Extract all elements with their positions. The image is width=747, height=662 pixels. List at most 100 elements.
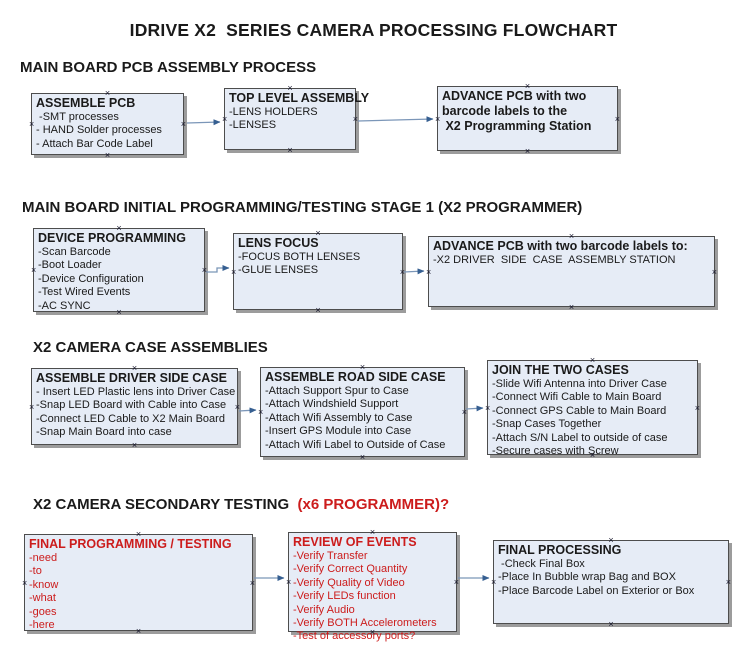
node-line: -Verify Transfer: [293, 550, 368, 562]
node-line: -Snap Cases Together: [492, 418, 602, 431]
node-final-programming-testing[interactable]: FINAL PROGRAMMING / TESTING -need -to -k…: [22, 530, 255, 636]
node-review-of-events[interactable]: REVIEW OF EVENTS -Verify Transfer -Verif…: [286, 528, 459, 643]
connection-handle-icon: ×: [315, 305, 321, 315]
connection-handle-icon: ×: [287, 145, 293, 155]
connection-handle-icon: ×: [104, 88, 111, 98]
connection-handle-icon: ×: [231, 266, 237, 277]
node-line: -to: [29, 565, 42, 578]
connection-handle-icon: ×: [694, 402, 700, 413]
section-heading-pcb-assembly: MAIN BOARD PCB ASSEMBLY PROCESS: [20, 59, 317, 76]
node-title: ASSEMBLE DRIVER SIDE CASE: [36, 371, 228, 385]
section-heading-case-assemblies: X2 CAMERA CASE ASSEMBLIES: [33, 339, 268, 356]
connection-handle-icon: ×: [234, 401, 240, 412]
node-line: - Insert LED Plastic lens into Driver Ca…: [36, 386, 236, 398]
node-final-processing[interactable]: FINAL PROCESSING -Check Final Box -Place…: [491, 536, 731, 629]
connection-handle-icon: ×: [287, 83, 293, 93]
connection-handle-icon: ×: [608, 535, 614, 545]
connection-handle-icon: ×: [711, 266, 717, 277]
connection-handle-icon: ×: [359, 452, 366, 462]
connection-handle-icon: ×: [29, 401, 35, 412]
node-line: -LENSES: [229, 119, 277, 132]
connection-handle-icon: ×: [131, 363, 138, 373]
node-top-level-assembly[interactable]: TOP LEVEL ASSEMBLY -LENS HOLDERS -LENSES…: [222, 84, 370, 155]
connection-handle-icon: ×: [568, 231, 575, 241]
node-line: -know: [29, 578, 59, 591]
connection-handle-icon: ×: [426, 266, 432, 277]
connection-handle-icon: ×: [258, 407, 264, 417]
node-line: -Check Final Box: [498, 558, 585, 570]
flow-arrow-road-to-join[interactable]: [465, 405, 484, 412]
connection-handle-icon: ×: [135, 626, 142, 636]
connection-handle-icon: ×: [461, 407, 467, 417]
connection-handle-icon: ×: [589, 450, 596, 460]
node-line: -X2 DRIVER SIDE CASE ASSEMBLY STATION: [433, 254, 676, 266]
node-line: - HAND Solder processes: [36, 124, 162, 137]
node-line: -need: [29, 552, 58, 564]
node-title: ASSEMBLE PCB: [36, 96, 136, 110]
node-line: -Verify Correct Quantity: [293, 563, 408, 576]
flow-arrow-driver-to-road[interactable]: [238, 407, 257, 414]
flow-arrow-device-to-lensfocus[interactable]: [206, 265, 230, 273]
node-line: -GLUE LENSES: [238, 264, 319, 277]
section-heading-secondary-testing-red: (x6 PROGRAMMER)?: [297, 496, 450, 513]
connection-handle-icon: ×: [568, 302, 575, 312]
connection-handle-icon: ×: [116, 307, 122, 317]
node-line: -Connect LED Cable to X2 Main Board: [36, 412, 225, 425]
node-line: -Attach Wifi Assembly to Case: [265, 411, 413, 424]
connection-handle-icon: ×: [608, 619, 614, 629]
node-line: X2 Programming Station: [442, 119, 592, 133]
node-title: JOIN THE TWO CASES: [492, 363, 629, 377]
connection-handle-icon: ×: [435, 113, 441, 124]
connection-handle-icon: ×: [104, 150, 111, 160]
connection-handle-icon: ×: [31, 265, 37, 275]
node-line: -Attach Wifi Label to Outside of Case: [265, 438, 446, 451]
node-line: -Test Wired Events: [38, 286, 131, 299]
node-line: - Attach Bar Code Label: [36, 137, 153, 150]
connection-handle-icon: ×: [453, 577, 459, 587]
node-title: ADVANCE PCB with two barcode labels to:: [433, 239, 688, 253]
node-line: -Connect GPS Cable to Main Board: [492, 404, 667, 417]
node-line: -Verify Audio: [293, 603, 355, 616]
flow-arrow-toplevel-to-advance1[interactable]: [357, 116, 434, 123]
node-join-the-two-cases[interactable]: JOIN THE TWO CASES -Slide Wifi Antenna i…: [485, 356, 700, 460]
connection-handle-icon: ×: [249, 577, 255, 588]
node-line: -Attach Support Spur to Case: [265, 385, 409, 397]
node-line: -LENS HOLDERS: [229, 106, 318, 118]
node-advance-pcb-to-case-station[interactable]: ADVANCE PCB with two barcode labels to: …: [426, 232, 717, 312]
connection-handle-icon: ×: [524, 146, 531, 156]
node-line: -Verify Quality of Video: [293, 576, 405, 589]
node-device-programming[interactable]: DEVICE PROGRAMMING -Scan Barcode -Boot L…: [31, 224, 207, 317]
node-lens-focus[interactable]: LENS FOCUS -FOCUS BOTH LENSES -GLUE LENS…: [231, 229, 405, 315]
connection-handle-icon: ×: [485, 402, 491, 413]
section-heading-secondary-testing-black: X2 CAMERA SECONDARY TESTING: [33, 496, 298, 513]
node-line: -Snap Main Board into case: [36, 426, 172, 439]
connection-handle-icon: ×: [491, 577, 497, 587]
node-line: -Slide Wifi Antenna into Driver Case: [492, 378, 667, 390]
node-line: -Snap LED Board with Cable into Case: [36, 399, 227, 412]
node-line: -here: [29, 619, 55, 632]
node-line: barcode labels to the: [442, 104, 568, 118]
connection-handle-icon: ×: [399, 266, 405, 277]
node-assemble-road-side-case[interactable]: ASSEMBLE ROAD SIDE CASE -Attach Support …: [258, 363, 467, 462]
flow-arrow-lensfocus-to-advance2[interactable]: [403, 268, 425, 275]
node-title: FINAL PROGRAMMING / TESTING: [29, 537, 232, 551]
flow-arrow-assemble-to-toplevel[interactable]: [186, 119, 221, 126]
node-assemble-pcb[interactable]: ASSEMBLE PCB -SMT processes - HAND Solde…: [29, 89, 186, 160]
node-line: -goes: [29, 605, 57, 618]
node-line: -Scan Barcode: [38, 246, 111, 258]
connection-handle-icon: ×: [614, 113, 620, 124]
node-line: -Test of accessory ports?: [293, 630, 416, 643]
connection-handle-icon: ×: [116, 223, 122, 233]
connection-handle-icon: ×: [222, 114, 228, 124]
node-title: TOP LEVEL ASSEMBLY: [229, 91, 370, 105]
node-title: REVIEW OF EVENTS: [293, 535, 417, 549]
node-line: -Device Configuration: [38, 272, 144, 285]
connection-handle-icon: ×: [135, 529, 142, 539]
node-assemble-driver-side-case[interactable]: ASSEMBLE DRIVER SIDE CASE - Insert LED P…: [29, 364, 240, 450]
connection-handle-icon: ×: [589, 355, 596, 365]
node-line: -Connect Wifi Cable to Main Board: [492, 391, 662, 404]
node-advance-pcb-to-programming-station[interactable]: ADVANCE PCB with two barcode labels to t…: [435, 82, 620, 156]
node-title: ASSEMBLE ROAD SIDE CASE: [265, 370, 446, 384]
node-title: LENS FOCUS: [238, 236, 319, 250]
